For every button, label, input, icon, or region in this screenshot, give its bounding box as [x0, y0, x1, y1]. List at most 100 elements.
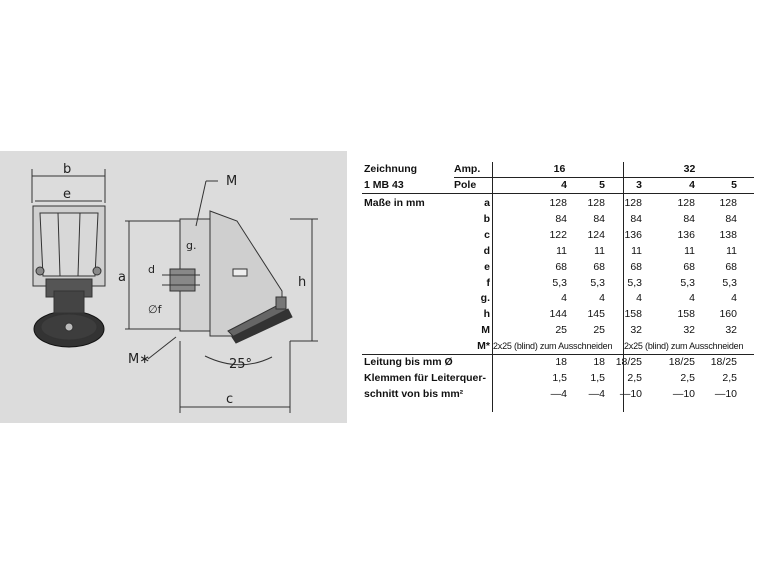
dim-value: 128 — [719, 197, 737, 209]
dim-value: 68 — [630, 260, 642, 273]
dim-value: 32 — [630, 324, 642, 337]
dim-value: 4 — [561, 292, 567, 305]
amp-16: 16 — [553, 163, 566, 175]
dim-value: 68 — [555, 260, 567, 273]
dim-value: 11 — [726, 244, 737, 257]
dim-value: 136 — [677, 228, 695, 241]
dim-key: h — [483, 308, 490, 321]
dim-value: 68 — [593, 260, 605, 273]
dim-value: 138 — [719, 228, 737, 241]
dim-value: 160 — [719, 308, 737, 321]
klemmen-value: 2,5 — [680, 371, 695, 384]
label-c: c — [226, 392, 233, 407]
pole-value: 5 — [599, 179, 605, 191]
dim-value: 25 — [555, 324, 567, 337]
dim-value: 32 — [683, 324, 695, 337]
leitung-value: 18 — [593, 356, 605, 368]
pole-label: Pole — [454, 179, 477, 191]
klemmen-value: —10 — [619, 387, 642, 400]
label-g: g. — [186, 239, 196, 252]
klemmen-value: 1,5 — [590, 371, 605, 384]
pole-value: 4 — [689, 179, 695, 191]
mstar-key: M* — [477, 340, 490, 353]
dim-value: 124 — [587, 228, 605, 241]
dim-value: 4 — [636, 292, 642, 305]
klemmen-value: —10 — [672, 387, 695, 400]
model-label: 1 MB 43 — [364, 179, 404, 191]
dim-value: 158 — [677, 308, 695, 321]
pole-value: 3 — [636, 179, 642, 191]
dim-key: c — [484, 228, 490, 241]
zeichnung-label: Zeichnung — [364, 163, 418, 175]
section-label: Maße in mm — [364, 197, 425, 209]
dim-value: 32 — [725, 324, 737, 337]
klemmen-value: —4 — [588, 387, 605, 400]
dim-value: 11 — [594, 244, 605, 257]
dim-value: 144 — [549, 308, 567, 321]
spec-table: Zeichnung Amp. 16 32 1 MB 43 Pole 4 5 3 … — [362, 162, 754, 412]
label-m: M — [226, 174, 237, 189]
dim-value: 84 — [683, 212, 695, 225]
label-d: d — [148, 263, 155, 276]
dim-value: 128 — [677, 197, 695, 209]
klemmen-value: 2,5 — [627, 371, 642, 384]
dim-value: 4 — [599, 292, 605, 305]
amp-label: Amp. — [454, 163, 481, 175]
klemmen-label-1: Klemmen für Leiterquer- — [364, 371, 486, 384]
dim-value: 5,3 — [590, 276, 605, 289]
dim-value: 128 — [624, 197, 642, 209]
dim-value: 128 — [549, 197, 567, 209]
leitung-value: 18/25 — [710, 356, 737, 368]
label-b: b — [63, 162, 71, 177]
angle-arc — [204, 355, 273, 366]
label-e: e — [63, 187, 71, 202]
klemmen-value: —4 — [550, 387, 567, 400]
dim-value: 68 — [725, 260, 737, 273]
klemmen-value: 2,5 — [722, 371, 737, 384]
dim-value: 68 — [683, 260, 695, 273]
dim-value: 11 — [684, 244, 695, 257]
dim-key: e — [484, 260, 490, 273]
dim-value: 84 — [593, 212, 605, 225]
pole-value: 5 — [731, 179, 737, 191]
mstar-32: 2x25 (blind) zum Ausschneiden — [624, 341, 744, 352]
dim-value: 84 — [555, 212, 567, 225]
label-f: ∅f — [148, 303, 163, 316]
technical-drawing: b e M a g. d ∅f h M∗ 25° c — [0, 151, 347, 423]
dim-value: 11 — [631, 244, 642, 257]
pole-value: 4 — [561, 179, 567, 191]
mstar-16: 2x25 (blind) zum Ausschneiden — [493, 341, 613, 352]
leitung-value: 18/25 — [615, 356, 642, 368]
leitung-label: Leitung bis mm Ø — [364, 356, 453, 368]
dim-value: 5,3 — [627, 276, 642, 289]
drawing-svg: b e M a g. d ∅f h M∗ 25° c — [31, 162, 318, 413]
dim-key: M — [481, 324, 490, 337]
dim-value: 145 — [587, 308, 605, 321]
dim-value: 5,3 — [722, 276, 737, 289]
amp-32: 32 — [683, 163, 696, 175]
dim-value: 84 — [725, 212, 737, 225]
leitung-value: 18 — [555, 356, 567, 368]
dim-value: 128 — [587, 197, 605, 209]
label-angle: 25° — [229, 357, 252, 372]
dim-value: 5,3 — [552, 276, 567, 289]
dim-value: 84 — [630, 212, 642, 225]
dim-value: 11 — [556, 244, 567, 257]
dim-value: 136 — [624, 228, 642, 241]
label-a: a — [118, 270, 126, 285]
klemmen-label-2: schnitt von bis mm² — [364, 387, 464, 400]
dim-value: 158 — [624, 308, 642, 321]
dim-key: d — [483, 244, 490, 257]
label-h: h — [298, 275, 306, 290]
klemmen-value: —10 — [714, 387, 737, 400]
dim-key: b — [483, 212, 490, 225]
dim-key: f — [486, 276, 491, 289]
leitung-value: 18/25 — [668, 356, 695, 368]
dim-value: 4 — [689, 292, 695, 305]
dim-value: 25 — [593, 324, 605, 337]
dim-value: 122 — [549, 228, 567, 241]
dim-key: g. — [480, 292, 490, 305]
label-m-star: M∗ — [128, 352, 150, 367]
dim-value: 5,3 — [680, 276, 695, 289]
dim-key: a — [484, 197, 490, 209]
